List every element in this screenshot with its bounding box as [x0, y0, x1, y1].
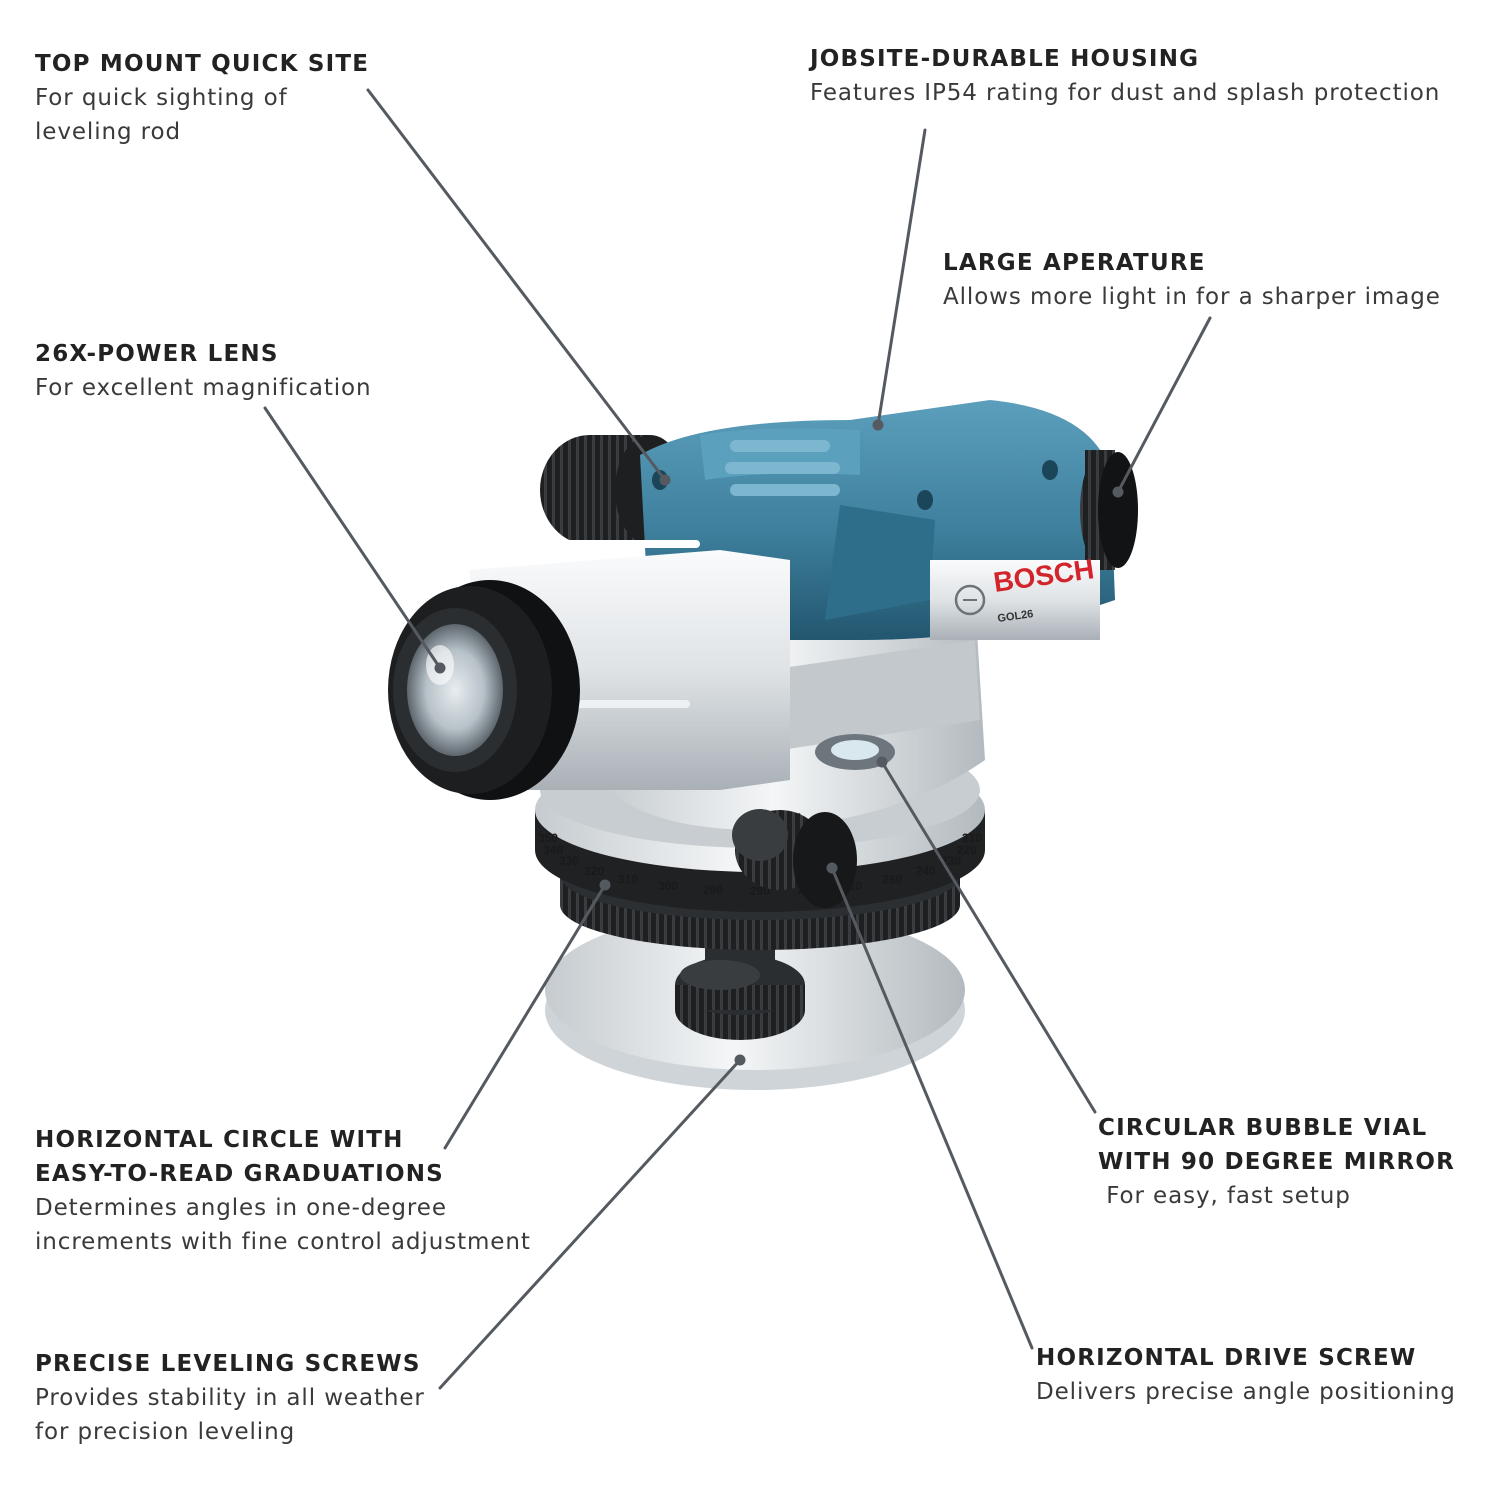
- graduation-label: 210: [962, 831, 982, 845]
- graduation-label: 350: [538, 831, 558, 845]
- model-name: GOL26: [997, 608, 1034, 625]
- graduation-label: 240: [916, 864, 936, 878]
- callout-desc: Determines angles in one-degree: [35, 1195, 447, 1221]
- callout-desc: For easy, fast setup: [1098, 1183, 1351, 1209]
- graduation-label: 330: [559, 854, 579, 868]
- leader-bubble: [880, 760, 1097, 1114]
- leader-circle: [443, 883, 607, 1150]
- callout-title: JOBSITE-DURABLE HOUSING: [810, 46, 1200, 72]
- leader-screws: [438, 1058, 742, 1390]
- graduation-label: 340: [543, 843, 563, 857]
- callout-title: HORIZONTAL CIRCLE WITH: [35, 1127, 404, 1153]
- front-lens: [388, 580, 580, 800]
- callout-top-mount: TOP MOUNT QUICK SITE For quick sighting …: [35, 47, 369, 149]
- callout-title: 26X-POWER LENS: [35, 341, 279, 367]
- callout-housing: JOBSITE-DURABLE HOUSING Features IP54 ra…: [810, 42, 1440, 110]
- aperture-ring: [1080, 450, 1138, 570]
- callout-title: PRECISE LEVELING SCREWS: [35, 1351, 421, 1377]
- callout-desc: leveling rod: [35, 119, 181, 145]
- callout-desc: Features IP54 rating for dust and splash…: [810, 80, 1441, 106]
- graduation-label: 320: [584, 864, 604, 878]
- graduation-label: 300: [658, 879, 678, 893]
- callout-title: CIRCULAR BUBBLE VIAL: [1098, 1115, 1428, 1141]
- callout-desc: for precision leveling: [35, 1419, 296, 1445]
- callout-screws: PRECISE LEVELING SCREWS Provides stabili…: [35, 1347, 425, 1449]
- callout-desc: increments with fine control adjustment: [35, 1229, 531, 1255]
- callout-lens: 26X-POWER LENS For excellent magnificati…: [35, 337, 372, 405]
- drive-screw-knob: [732, 809, 857, 908]
- callout-circle: HORIZONTAL CIRCLE WITH EASY-TO-READ GRAD…: [35, 1123, 531, 1259]
- leader-housing: [876, 128, 927, 427]
- callout-title: HORIZONTAL DRIVE SCREW: [1036, 1345, 1417, 1371]
- graduation-label: 310: [618, 873, 638, 887]
- callout-title: TOP MOUNT QUICK SITE: [35, 51, 370, 77]
- graduation-label: 250: [882, 873, 902, 887]
- callout-desc: For quick sighting of: [35, 85, 288, 111]
- leader-lens: [263, 406, 442, 670]
- callout-title: LARGE APERATURE: [943, 250, 1206, 276]
- callout-title: EASY-TO-READ GRADUATIONS: [35, 1161, 444, 1187]
- callout-aperture: LARGE APERATURE Allows more light in for…: [943, 246, 1441, 314]
- callout-title: WITH 90 DEGREE MIRROR: [1098, 1149, 1456, 1175]
- leader-top-mount: [366, 88, 667, 482]
- callout-desc: For excellent magnification: [35, 375, 372, 401]
- graduation-label: 220: [957, 843, 977, 857]
- leader-aperture: [1116, 316, 1212, 494]
- callout-desc: Provides stability in all weather: [35, 1385, 425, 1411]
- callout-drive: HORIZONTAL DRIVE SCREW Delivers precise …: [1036, 1341, 1456, 1409]
- callout-bubble: CIRCULAR BUBBLE VIAL WITH 90 DEGREE MIRR…: [1098, 1111, 1455, 1213]
- callout-desc: Delivers precise angle positioning: [1036, 1379, 1456, 1405]
- leader-drive: [830, 866, 1034, 1350]
- callout-desc: Allows more light in for a sharper image: [943, 284, 1441, 310]
- graduation-label: 290: [703, 883, 723, 897]
